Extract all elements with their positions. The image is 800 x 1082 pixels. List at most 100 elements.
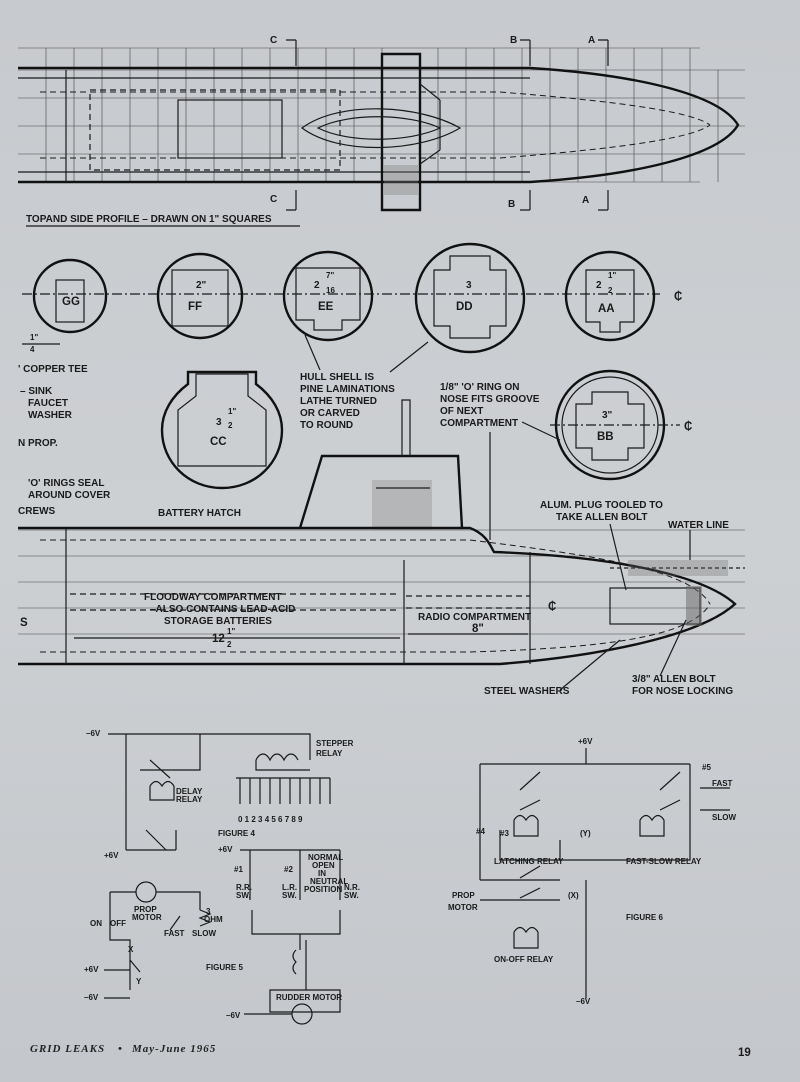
oring-note-line-3: OF NEXT — [440, 406, 483, 417]
fig5-rudder: RUDDER MOTOR — [276, 993, 342, 1002]
fig5-nr-2: SW. — [344, 891, 359, 900]
section-dd-dim: 3 — [466, 280, 472, 291]
section-aa-label: AA — [598, 303, 615, 315]
section-ee-dim-whole: 2 — [314, 280, 320, 291]
section-bb-label: BB — [597, 431, 614, 443]
fig4-supply: –6V — [86, 729, 101, 738]
fig6-slow: SLOW — [712, 813, 736, 822]
section-gg-dim-den: 4 — [30, 345, 35, 354]
fig5-normal-4: NEUTRAL — [310, 877, 348, 886]
fig5-rr-2: SW. — [236, 891, 251, 900]
section-ee-dim-den: 16 — [326, 286, 335, 295]
fig4-delay-2: RELAY — [176, 795, 203, 804]
note-faucet: FAUCET — [28, 398, 68, 409]
fig5-y: Y — [136, 977, 142, 986]
section-mark-a-bottom: A — [582, 195, 589, 206]
section-cc-dim-den: 2 — [228, 421, 233, 430]
fig5-lr-1: L.R. — [282, 883, 297, 892]
note-sink: – SINK — [20, 386, 53, 397]
fig5-normal-3: IN — [318, 869, 326, 878]
fig4-stepper-1: STEPPER — [316, 739, 354, 748]
section-mark-b-top: B — [510, 35, 517, 46]
fig6-sw4: #4 — [476, 827, 485, 836]
oring-note-line-1: 1/8" 'O' RING ON — [440, 382, 520, 393]
fig6-fastslow: FAST-SLOW RELAY — [626, 857, 702, 866]
floodway-dim-whole: 12 — [212, 633, 225, 645]
section-cc-dim-whole: 3 — [216, 417, 222, 428]
fig5-normal-2: OPEN — [312, 861, 335, 870]
note-orings: 'O' RINGS SEAL — [28, 478, 104, 489]
section-dd-label: DD — [456, 301, 473, 313]
centerline-mark-side: ₵ — [548, 601, 556, 613]
fig4-digits: 0 1 2 3 4 5 6 7 8 9 — [238, 815, 303, 824]
fig5-sw1: #1 — [234, 865, 243, 874]
section-gg-dim: 1" — [30, 333, 38, 342]
section-aa-dim-den: 2 — [608, 286, 613, 295]
section-gg-label: GG — [62, 296, 80, 308]
fig5-lr-2: SW. — [282, 891, 297, 900]
footer-issue: May-June 1965 — [131, 1043, 216, 1055]
fig5-prop-2: MOTOR — [132, 913, 162, 922]
floodway-dim-num: 1" — [227, 627, 235, 636]
note-s: S — [20, 617, 28, 629]
figure-5: +6V #1 #2 NORMAL OPEN IN NEUTRAL POSITIO… — [84, 845, 360, 1025]
fig5-caption: FIGURE 5 — [206, 963, 243, 972]
fig5-fast: FAST — [164, 929, 185, 938]
fig5-x: X — [128, 945, 134, 954]
side-profile: 12 1" 2 8" ₵ BATTERY HATCH ALUM. PLUG TO… — [18, 399, 745, 697]
fig6-fast: FAST — [712, 779, 733, 788]
fig5-slow: SLOW — [192, 929, 216, 938]
left-notes: ' COPPER TEE – SINK FAUCET WASHER N PROP… — [18, 364, 111, 629]
figure-4: –6V STEPPER RELAY 0 1 2 3 4 5 6 7 8 9 DE… — [86, 729, 354, 860]
fig5-on: ON — [90, 919, 102, 928]
fig5-rr-1: R.R. — [236, 883, 252, 892]
footer-bullet: • — [118, 1043, 123, 1055]
note-prop: N PROP. — [18, 438, 58, 449]
fig5-minus6: –6V — [84, 993, 99, 1002]
radio-compartment-label: RADIO COMPARTMENT — [418, 612, 531, 623]
hull-note-line-1: HULL SHELL IS — [300, 372, 374, 383]
hull-note-line-4: OR CARVED — [300, 408, 360, 419]
centerline-mark-aa: ₵ — [674, 291, 682, 303]
section-ee-dim-num: 7" — [326, 271, 334, 280]
fig6-prop-1: PROP — [452, 891, 475, 900]
fig5-ohm-2: OHM — [204, 915, 223, 924]
hull-shell-note: HULL SHELL IS PINE LAMINATIONS LATHE TUR… — [300, 334, 429, 431]
fig5-m6b: –6V — [226, 1011, 241, 1020]
fig6-x: (X) — [568, 891, 579, 900]
section-cc-dim-num: 1" — [228, 407, 236, 416]
fig5-plus6: +6V — [218, 845, 233, 854]
footer-page-number: 19 — [738, 1047, 751, 1059]
fig4-plus6: +6V — [104, 851, 119, 860]
hull-note-line-5: TO ROUND — [300, 420, 353, 431]
section-mark-a-top: A — [588, 35, 595, 46]
radio-dim: 8" — [472, 623, 484, 635]
allen-bolt-line-1: 3/8" ALLEN BOLT — [632, 674, 716, 685]
centerline-mark-bb: ₵ — [684, 421, 692, 433]
fig5-normal-5: POSITION — [304, 885, 342, 894]
footer-magazine: GRID LEAKS — [30, 1043, 105, 1055]
fig4-caption: FIGURE 4 — [218, 829, 255, 838]
fig4-delay-1: DELAY — [176, 787, 203, 796]
steel-washers-label: STEEL WASHERS — [484, 686, 570, 697]
section-ff-label: FF — [188, 301, 202, 313]
fig5-ohm-1: 3 — [206, 907, 211, 916]
floodway-line-1: FLOODWAY COMPARTMENT — [144, 592, 282, 603]
section-aa-dim-whole: 2 — [596, 280, 602, 291]
fig6-y: (Y) — [580, 829, 591, 838]
note-screws: CREWS — [18, 506, 56, 517]
figure-6: +6V #4 #3 #5 (Y) (X) FAST SLOW LATCHING … — [448, 737, 736, 1006]
fig6-sw5: #5 — [702, 763, 711, 772]
battery-hatch-label: BATTERY HATCH — [158, 508, 241, 519]
hull-note-line-2: PINE LAMINATIONS — [300, 384, 395, 395]
fig6-onoff: ON-OFF RELAY — [494, 955, 554, 964]
fig6-sw3: #3 — [500, 829, 509, 838]
fig5-off: OFF — [110, 919, 126, 928]
fig5-nr-1: N.R. — [344, 883, 360, 892]
allen-bolt-line-2: FOR NOSE LOCKING — [632, 686, 733, 697]
hull-note-line-3: LATHE TURNED — [300, 396, 377, 407]
section-mark-b-bottom: B — [508, 199, 515, 210]
oring-note: 1/8" 'O' RING ON NOSE FITS GROOVE OF NEX… — [440, 382, 561, 540]
section-cc-label: CC — [210, 436, 227, 448]
